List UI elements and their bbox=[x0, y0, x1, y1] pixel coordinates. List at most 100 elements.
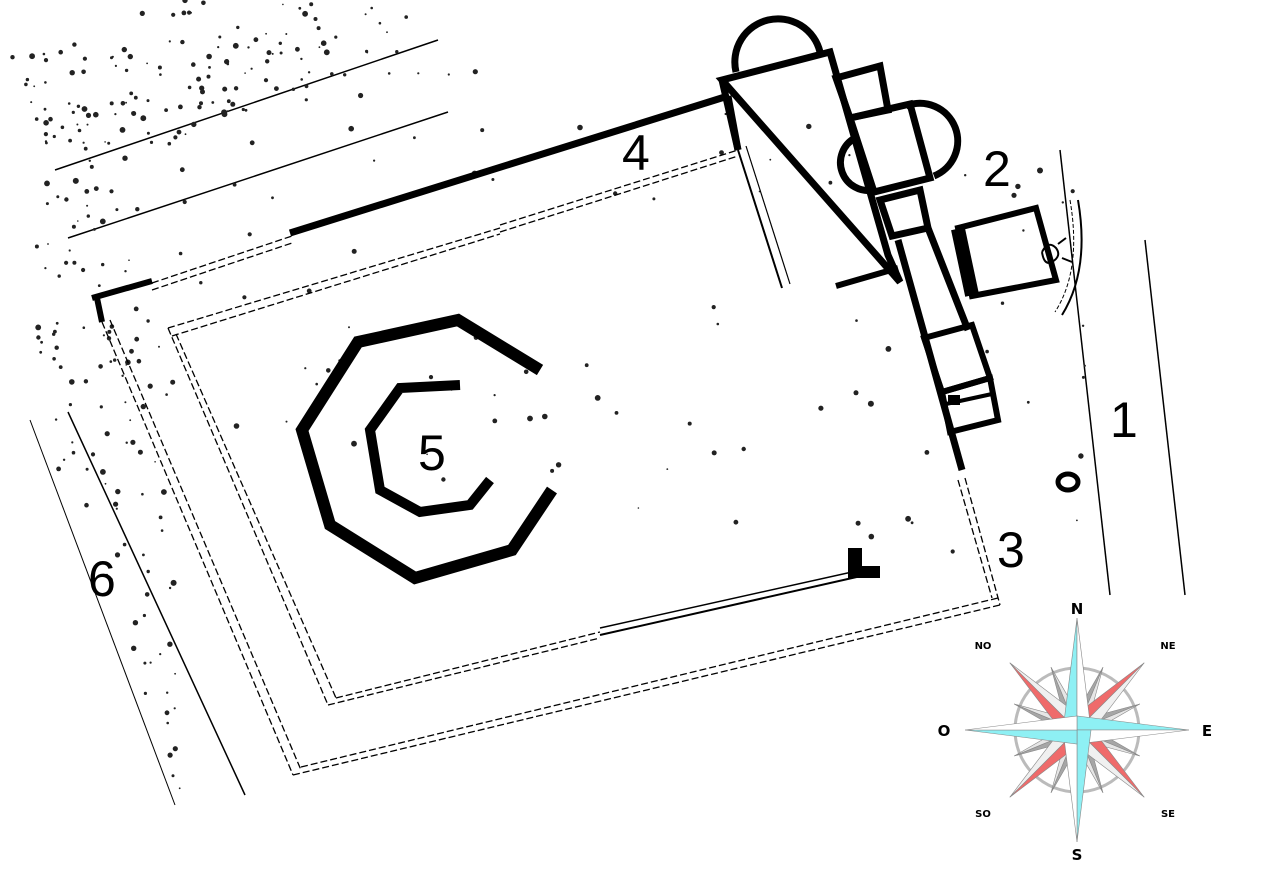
stipple-dot bbox=[323, 49, 330, 56]
stipple-dot bbox=[232, 182, 237, 187]
stipple-dot bbox=[140, 115, 147, 122]
road-band-west bbox=[29, 81, 246, 806]
stipple-dot bbox=[271, 52, 274, 55]
compass-point bbox=[1076, 729, 1092, 843]
stipple-dot bbox=[98, 364, 103, 369]
stipple-dot bbox=[867, 400, 874, 407]
stipple-dot bbox=[687, 421, 692, 426]
stipple-dot bbox=[57, 274, 61, 278]
stipple-dot bbox=[157, 65, 162, 70]
stipple-dot bbox=[298, 6, 302, 10]
stipple-dot bbox=[108, 577, 113, 582]
stipple-dot bbox=[81, 69, 86, 75]
stipple-dot bbox=[550, 468, 555, 473]
stipple-dot bbox=[86, 123, 89, 126]
stipple-dot bbox=[82, 141, 85, 144]
stipple-dot bbox=[143, 691, 147, 696]
stipple-dot bbox=[129, 91, 134, 96]
stipple-dot bbox=[86, 214, 91, 218]
stipple-dot bbox=[134, 336, 140, 342]
stipple-dot bbox=[167, 752, 173, 758]
stipple-dot bbox=[104, 482, 107, 485]
stipple-dot bbox=[168, 586, 172, 590]
stipple-dot bbox=[124, 68, 129, 73]
stipple-dot bbox=[146, 99, 150, 103]
stipple-dot bbox=[86, 204, 89, 207]
stipple-dot bbox=[72, 42, 77, 47]
stipple-dot bbox=[855, 319, 858, 322]
stipple-dot bbox=[120, 101, 126, 106]
stipple-dot bbox=[330, 72, 334, 76]
compass-s: S bbox=[1072, 846, 1083, 864]
stipple-dot bbox=[64, 260, 69, 265]
stipple-dot bbox=[716, 322, 720, 326]
stipple-dot bbox=[69, 70, 75, 76]
stipple-dot bbox=[167, 641, 173, 647]
stipple-dot bbox=[249, 140, 255, 146]
stipple-dot bbox=[964, 174, 967, 177]
stipple-dot bbox=[101, 262, 105, 267]
stipple-dot bbox=[99, 405, 103, 409]
stipple-dot bbox=[158, 345, 160, 348]
label-5: 5 bbox=[418, 425, 446, 481]
stipple-dot bbox=[137, 449, 143, 455]
stipple-dot bbox=[121, 46, 128, 53]
stipple-dot bbox=[417, 72, 420, 75]
stipple-dot bbox=[300, 57, 303, 61]
stipple-dot bbox=[136, 358, 142, 364]
stipple-dot bbox=[386, 31, 388, 34]
stipple-dot bbox=[114, 552, 121, 558]
compass-point bbox=[1062, 729, 1078, 843]
stipple-dot bbox=[614, 411, 619, 415]
stipple-dot bbox=[637, 507, 640, 509]
stipple-dot bbox=[67, 102, 71, 105]
stipple-dot bbox=[128, 259, 130, 262]
stipple-dot bbox=[144, 592, 150, 597]
stipple-dot bbox=[58, 365, 63, 369]
stipple-dot bbox=[1070, 189, 1075, 194]
stipple-dot bbox=[176, 129, 182, 135]
stipple-dot bbox=[45, 141, 48, 145]
stipple-dot bbox=[491, 178, 495, 181]
stipple-dot bbox=[187, 10, 192, 15]
compass-no: NO bbox=[975, 641, 992, 652]
stipple-dot bbox=[119, 126, 126, 133]
stipple-dot bbox=[282, 3, 284, 6]
stipple-dot bbox=[242, 295, 247, 300]
stipple-dot bbox=[125, 441, 128, 444]
stipple-dot bbox=[480, 128, 485, 133]
stipple-dot bbox=[102, 334, 105, 337]
stipple-dot bbox=[82, 56, 87, 61]
stipple-dot bbox=[818, 405, 824, 411]
stipple-dot bbox=[351, 248, 357, 254]
stipple-dot bbox=[72, 177, 79, 184]
stipple-dot bbox=[306, 288, 312, 294]
stipple-dot bbox=[271, 196, 274, 200]
stipple-dot bbox=[71, 441, 74, 444]
stipple-dot bbox=[178, 104, 183, 110]
compass-o: O bbox=[938, 722, 951, 740]
stipple-dot bbox=[68, 249, 71, 252]
stipple-dot bbox=[173, 707, 176, 710]
stipple-dot bbox=[44, 180, 50, 187]
stipple-dot bbox=[577, 124, 583, 131]
stipple-dot bbox=[43, 107, 47, 111]
stipple-dot bbox=[201, 0, 206, 6]
stipple-dot bbox=[222, 86, 228, 92]
stipple-dot bbox=[309, 2, 314, 7]
stipple-dot bbox=[652, 197, 656, 201]
stipple-dot bbox=[441, 477, 446, 482]
stipple-dot bbox=[113, 358, 117, 362]
stipple-dot bbox=[121, 374, 124, 377]
stipple-dot bbox=[149, 661, 152, 664]
stipple-dot bbox=[125, 101, 127, 104]
stipple-dot bbox=[44, 267, 47, 270]
stipple-dot bbox=[99, 218, 106, 225]
stipple-dot bbox=[60, 125, 65, 130]
stipple-dot bbox=[146, 319, 150, 323]
building-complex bbox=[715, 15, 1081, 493]
stipple-dot bbox=[83, 379, 89, 384]
stipple-dot bbox=[191, 121, 197, 128]
label-2: 2 bbox=[983, 141, 1011, 197]
stipple-dot bbox=[35, 324, 42, 331]
